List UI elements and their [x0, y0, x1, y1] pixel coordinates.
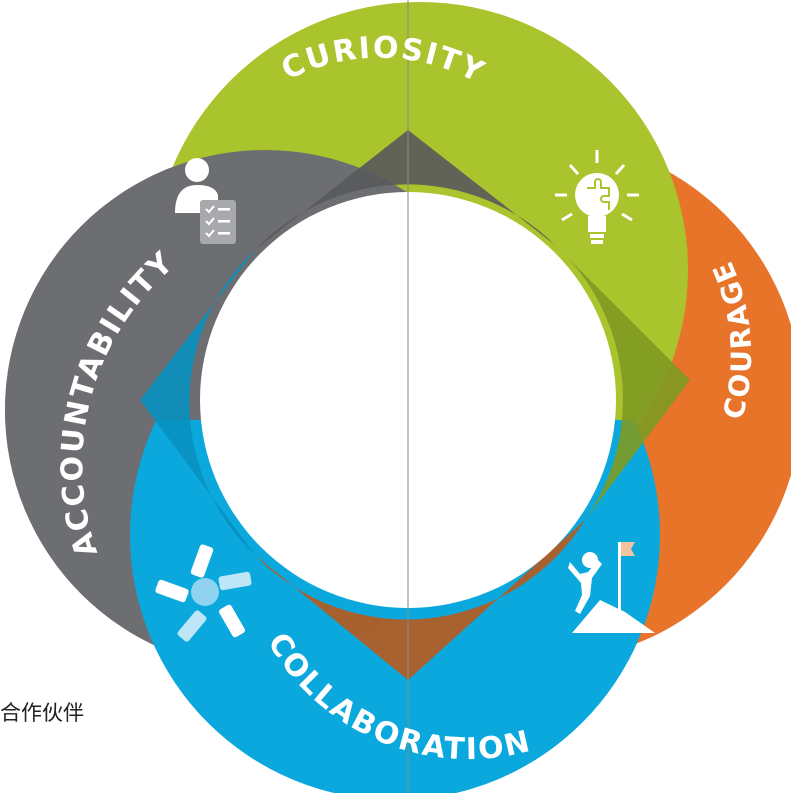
shade-left [140, 250, 255, 555]
climber-flag-icon [568, 542, 655, 633]
shade-right [555, 245, 690, 520]
side-caption: 合作伙伴 [0, 701, 84, 725]
lightbulb-puzzle-icon [555, 150, 639, 244]
linked-hands-icon [155, 544, 252, 642]
shade-bottom [255, 520, 585, 680]
shade-top [255, 130, 555, 250]
person-checklist-icon [175, 158, 236, 244]
inner-shade [140, 130, 690, 680]
